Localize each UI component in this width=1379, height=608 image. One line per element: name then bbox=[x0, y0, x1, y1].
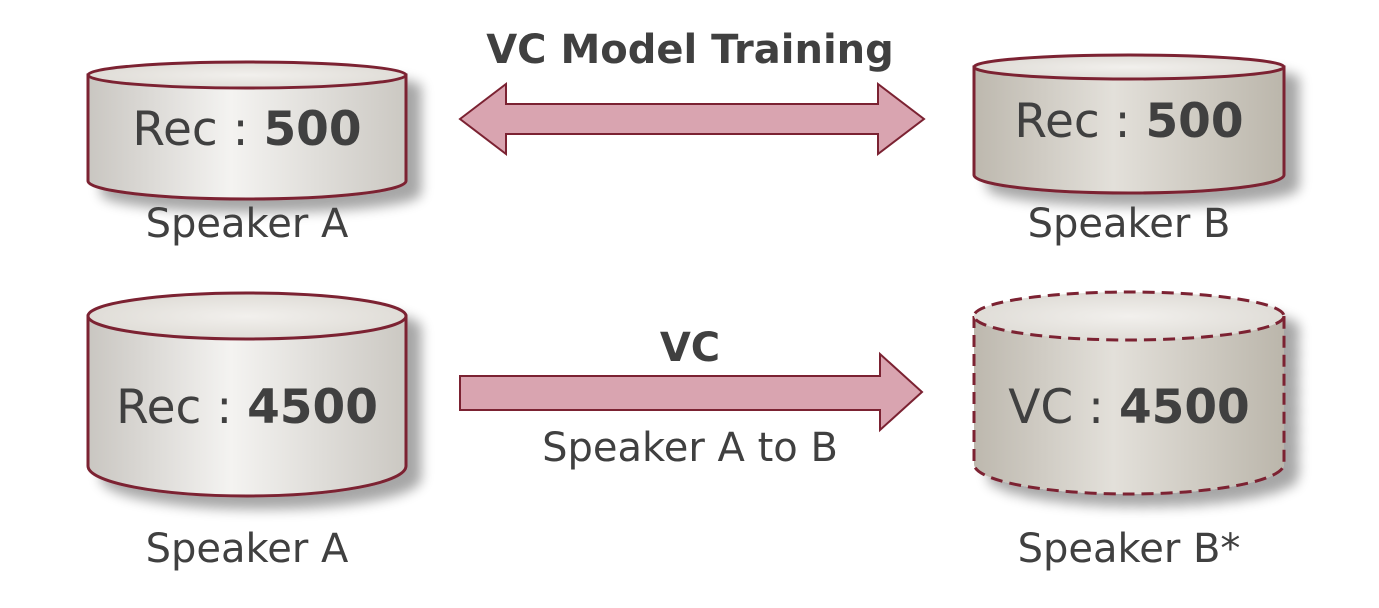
db-prefix: Rec : bbox=[132, 102, 264, 157]
db-cylinder-bottom-right bbox=[972, 290, 1286, 496]
db-count: 4500 bbox=[247, 380, 378, 435]
db-label-top-right: Rec : 500 bbox=[974, 98, 1284, 145]
db-cylinder-top-left bbox=[86, 60, 408, 201]
db-prefix: Rec : bbox=[116, 380, 248, 435]
db-label-top-left: Rec : 500 bbox=[88, 106, 406, 153]
training-arrow-label: VC Model Training bbox=[486, 27, 894, 73]
speaker-caption-bottom-left: Speaker A bbox=[145, 526, 349, 572]
speaker-caption-top-right: Speaker B bbox=[1027, 201, 1231, 247]
speaker-caption-top-left: Speaker A bbox=[145, 201, 349, 247]
vc-arrow-sublabel: Speaker A to B bbox=[542, 425, 838, 471]
db-label-bottom-right: VC : 4500 bbox=[974, 384, 1284, 431]
db-count: 500 bbox=[263, 102, 362, 157]
db-prefix: Rec : bbox=[1014, 94, 1146, 149]
db-label-bottom-left: Rec : 4500 bbox=[88, 384, 406, 431]
db-cylinder-bottom-left bbox=[86, 291, 408, 498]
db-prefix: VC : bbox=[1008, 380, 1119, 435]
db-count: 500 bbox=[1145, 94, 1244, 149]
db-count: 4500 bbox=[1118, 380, 1250, 435]
db-cylinder-top-right bbox=[972, 53, 1286, 195]
double-arrow bbox=[458, 81, 926, 157]
speaker-caption-bottom-right: Speaker B* bbox=[1017, 526, 1241, 572]
vc-arrow-label: VC bbox=[659, 325, 721, 371]
conversion-arrow bbox=[459, 351, 924, 433]
